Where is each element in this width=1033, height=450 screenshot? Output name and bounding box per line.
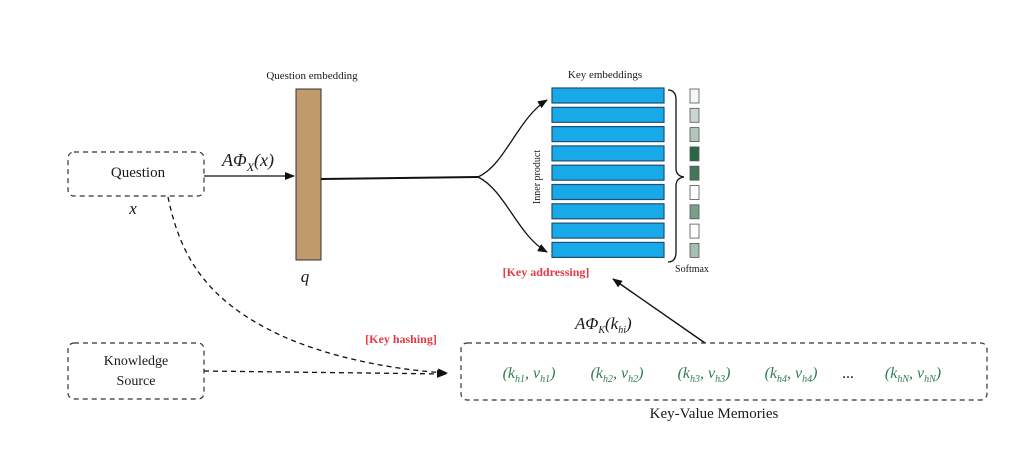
key-embedding-bar [551,87,665,104]
softmax-stack [689,88,700,258]
knowledge-source-box [67,342,205,400]
key-embedding-bar [551,222,665,239]
key-hashing-tag: [Key hashing] [365,332,437,346]
key-embeddings-title: Key embeddings [568,69,642,81]
key-embedding-bar [551,145,665,162]
question-embedding-function: AΦX(x) [221,150,274,174]
softmax-cell [689,223,700,239]
key-value-pairs: (kh1, vh1) (kh2, vh2) (kh3, vh3) (kh4, vh4)… [503,365,942,385]
inner-product-label: Inner product [532,150,543,204]
key-embedding-bar [551,106,665,123]
softmax-cell [689,165,700,181]
memory-to-keys-arrow [612,278,706,344]
softmax-brace [667,89,685,263]
softmax-cell [689,242,700,258]
question-box [67,151,205,197]
softmax-label: Softmax [675,264,709,275]
embedding-var: q [301,267,310,286]
question-embedding-bar [295,88,322,261]
softmax-cell [689,107,700,123]
inner-product-arrow-up [477,99,548,178]
key-embedding-bar [551,164,665,181]
softmax-cell [689,127,700,142]
knowledge-source-line2: Source [117,374,156,389]
key-embeddings-stack [551,87,665,258]
memory-ellipsis: ... [842,365,854,382]
key-embedding-bar [551,241,665,258]
softmax-cell [689,88,700,104]
knowledge-source-line1: Knowledge [104,354,169,369]
inner-product-arrow-down [477,176,548,253]
key-value-pair: (kh4, vh4) [765,365,818,385]
question-embedding-title: Question embedding [266,70,358,82]
softmax-cell [689,204,700,220]
key-value-pair: (kh1, vh1) [503,365,556,385]
inner-product-line [320,176,479,180]
key-addressing-tag: [Key addressing] [503,265,590,279]
question-hashing-curve [167,196,448,377]
source-to-memory-arrow [203,369,447,378]
key-value-memory-box [460,342,988,401]
key-value-pair: (kh2, vh2) [591,365,644,385]
question-var: x [128,199,137,218]
softmax-cell [689,185,700,200]
question-label: Question [111,165,166,181]
memory-caption: Key-Value Memories [650,406,779,422]
softmax-cell [689,146,700,162]
key-embedding-bar [551,203,665,220]
key-memory-function: AΦK(khi) [574,314,632,336]
key-embedding-bar [551,125,665,143]
key-value-pair: (kh3, vh3) [678,365,731,385]
key-value-pair: (khN, vhN) [885,365,941,385]
key-embedding-bar [551,183,665,201]
